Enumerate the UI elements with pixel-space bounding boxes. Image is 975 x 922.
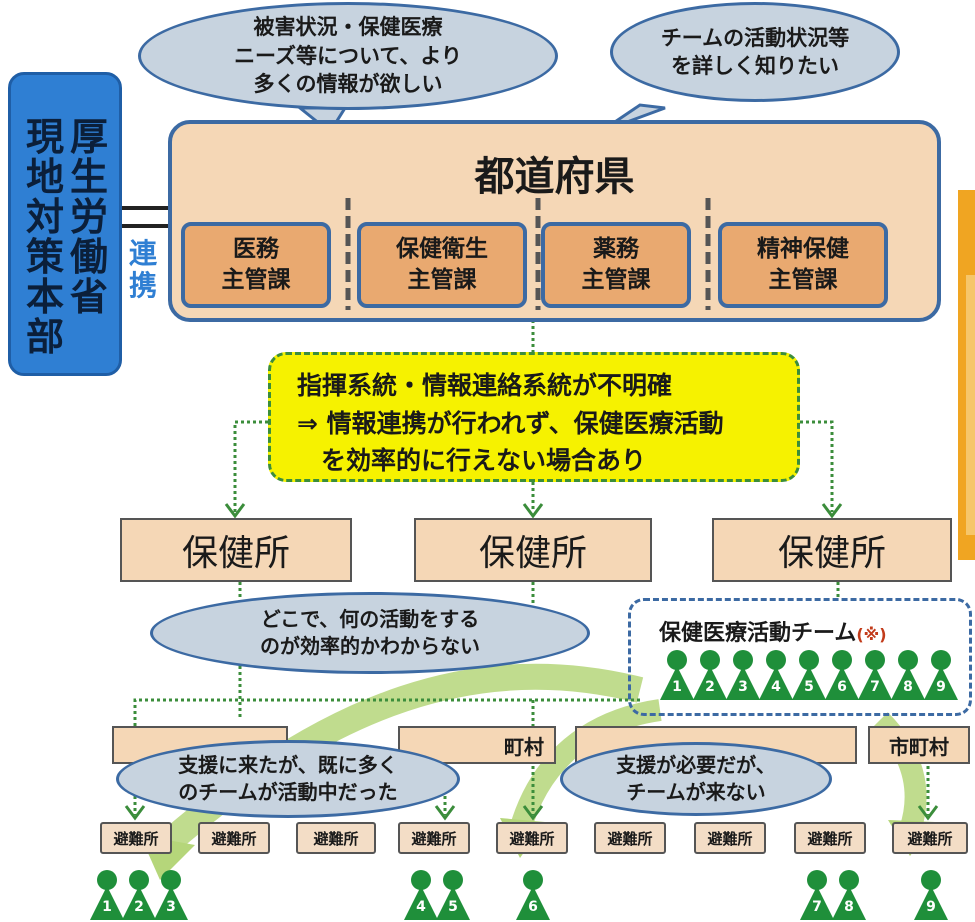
municipality-4: 市町村 (868, 726, 970, 764)
bubble-top-left: 被害状況・保健医療 ニーズ等について、より 多くの情報が欲しい (138, 2, 558, 110)
issue-note-line1: 指揮系統・情報連絡系統が不明確 (297, 371, 673, 400)
team-member-9: 9 (924, 650, 958, 700)
bubble-top-right: チームの活動状況等 を詳しく知りたい (610, 2, 900, 102)
issue-note-line3: を効率的に行えない場合あり (321, 446, 647, 475)
shelter-team-4: 4 (404, 870, 438, 920)
link-label: 連携 (128, 237, 157, 302)
dept-mental-health: 精神保健 主管課 (718, 222, 888, 308)
team-member-1: 1 (660, 650, 694, 700)
shelter-3: 避難所 (296, 822, 376, 854)
health-center-3: 保健所 (712, 518, 952, 582)
team-member-2: 2 (693, 650, 727, 700)
shelter-team-6: 6 (516, 870, 550, 920)
shelter-1: 避難所 (100, 822, 172, 854)
shelter-2: 避難所 (198, 822, 270, 854)
shelter-5: 避難所 (496, 822, 568, 854)
green-arrow-mid (509, 699, 662, 834)
bubble-middle: どこで、何の活動をする のが効率的かわからない (150, 592, 590, 674)
shelter-team-8: 8 (832, 870, 866, 920)
shelter-team-9: 9 (914, 870, 948, 920)
issue-note: 指揮系統・情報連絡系統が不明確 ⇒ 情報連携が行われず、保健医療活動 を効率的に… (268, 352, 800, 482)
issue-note-line2: ⇒ 情報連携が行われず、保健医療活動 (297, 408, 724, 438)
team-member-8: 8 (891, 650, 925, 700)
bubble-bottom-left: 支援に来たが、既に多く のチームが活動中だった (116, 740, 460, 818)
hq-col-onsite: 現地対 策本部 (25, 115, 64, 359)
dept-medical-affairs: 医務 主管課 (181, 222, 331, 308)
team-member-4: 4 (759, 650, 793, 700)
dept-health-hygiene: 保健衛生 主管課 (357, 222, 527, 308)
shelter-4: 避難所 (398, 822, 470, 854)
team-member-5: 5 (792, 650, 826, 700)
care-team-label: 保健医療活動チーム(※) (659, 621, 887, 646)
shelter-team-7: 7 (800, 870, 834, 920)
shelter-team-1: 1 (90, 870, 124, 920)
hq-box: 現地対 策本部 厚生労 働省 (8, 72, 122, 376)
health-center-2: 保健所 (414, 518, 652, 582)
care-team-box: 保健医療活動チーム(※) (628, 598, 972, 716)
side-panel-inner (966, 275, 975, 535)
shelter-9: 避難所 (892, 822, 968, 854)
prefecture-title: 都道府県 (474, 154, 635, 200)
team-member-3: 3 (726, 650, 760, 700)
team-member-6: 6 (825, 650, 859, 700)
bubble-bottom-right: 支援が必要だが、 チームが来ない (560, 742, 832, 816)
health-center-1: 保健所 (120, 518, 352, 582)
shelter-8: 避難所 (794, 822, 866, 854)
shelter-7: 避難所 (694, 822, 766, 854)
shelter-team-3: 3 (154, 870, 188, 920)
shelter-6: 避難所 (594, 822, 666, 854)
prefecture-dividers (345, 198, 711, 310)
team-member-7: 7 (858, 650, 892, 700)
shelter-team-5: 5 (436, 870, 470, 920)
hq-col-ministry: 厚生労 働省 (69, 115, 108, 319)
shelter-team-2: 2 (122, 870, 156, 920)
dept-pharmaceutical: 薬務 主管課 (541, 222, 691, 308)
